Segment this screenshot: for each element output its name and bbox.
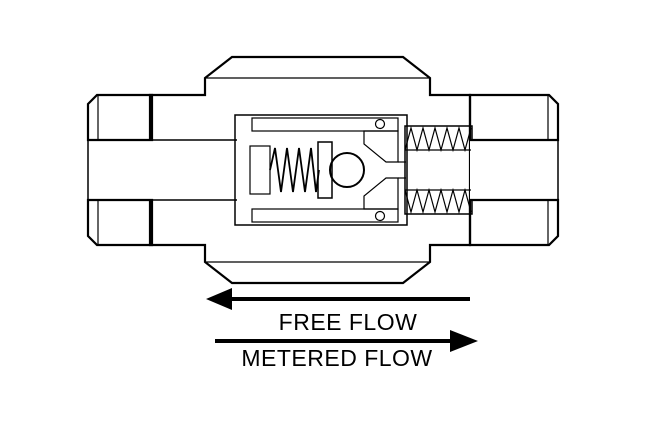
- internal-bores: [87, 114, 559, 226]
- valve-cavity: [234, 114, 408, 226]
- cartridge-top-wall: [251, 117, 399, 132]
- free-flow-label: FREE FLOW: [279, 309, 418, 335]
- spring: [269, 147, 320, 193]
- retaining-pin-bottom: [374, 210, 386, 222]
- cartridge-bottom-wall: [251, 208, 399, 223]
- metered-flow-arrowhead-icon: [450, 330, 478, 352]
- valve-seat-top: [363, 130, 399, 163]
- spring-seat: [249, 145, 271, 195]
- poppet: [317, 141, 333, 199]
- threaded-insert: [404, 125, 472, 215]
- free-flow-arrow: [206, 288, 470, 310]
- check-ball: [329, 152, 365, 188]
- retaining-pin-top: [374, 118, 386, 130]
- valve-seat-bottom: [363, 177, 399, 210]
- check-valve-cartridge: [249, 117, 406, 223]
- free-flow-arrowhead-icon: [206, 288, 232, 310]
- metered-flow-arrow: [215, 330, 478, 352]
- left-male-thread: [86, 93, 154, 247]
- metered-flow-label: METERED FLOW: [241, 345, 432, 371]
